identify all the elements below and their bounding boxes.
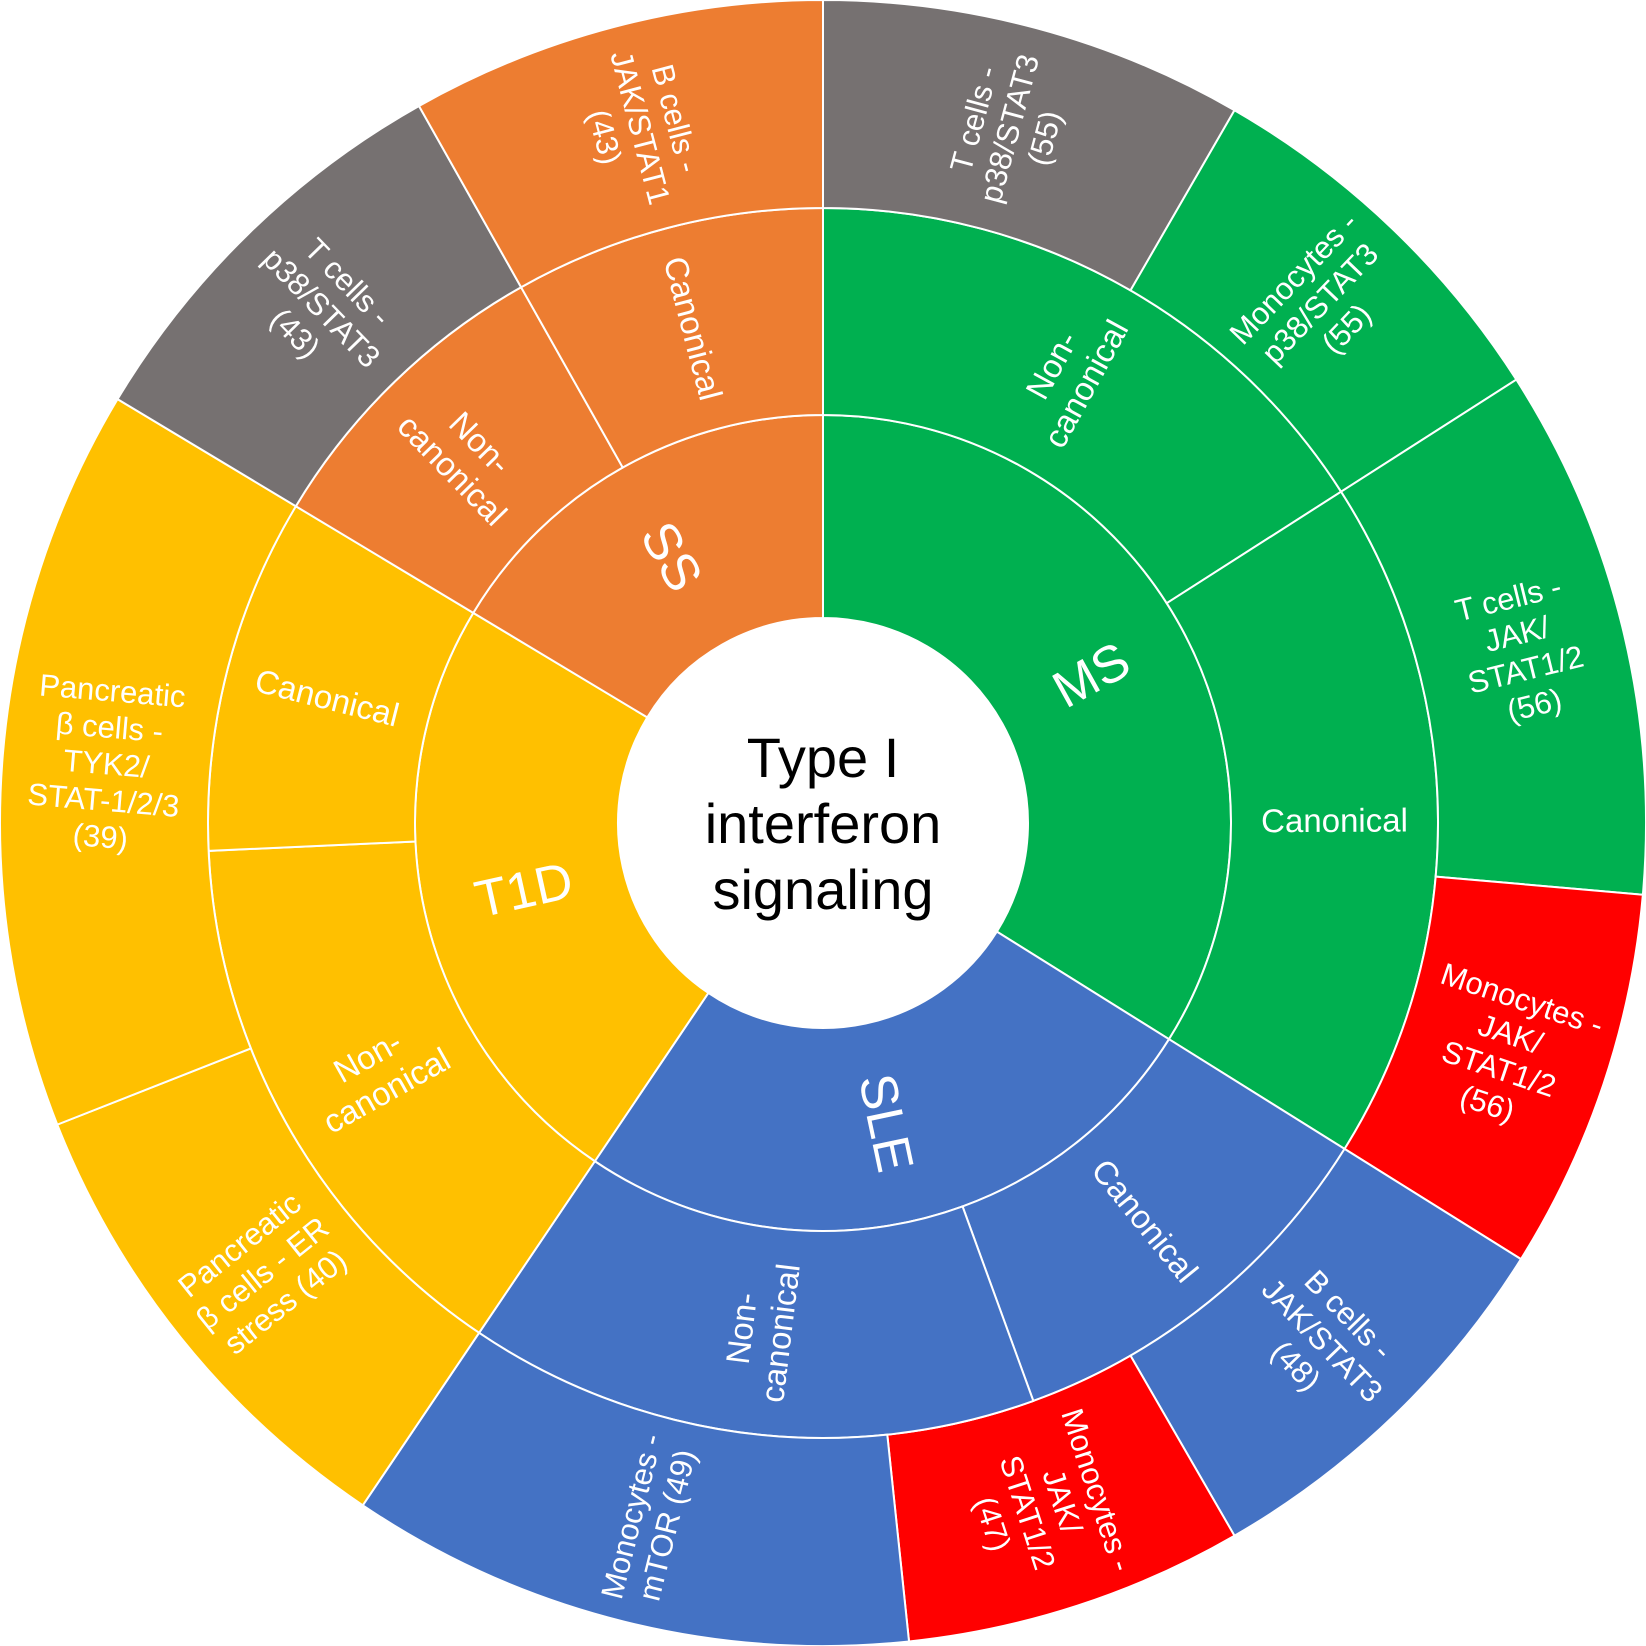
cell-segment-sle-1-0: [361, 1331, 911, 1646]
center-circle: [619, 619, 1027, 1027]
cell-segment-t1d-0-0: [55, 1047, 481, 1507]
cell-label-t1d-1-0-line: (39): [71, 817, 129, 856]
pathway-label-ms-1-line: Canonical: [1261, 801, 1408, 839]
cell-segment-ms-1-0: [1339, 378, 1646, 896]
cell-segment-ms-0-0: [822, 0, 1236, 292]
cell-segment-t1d-1-0: [0, 397, 298, 1126]
center-label-line: interferon: [705, 792, 942, 855]
pathway-label-sle-1-line: Non-: [719, 1291, 764, 1367]
cell-label-t1d-1-0-line: TYK2/: [62, 743, 151, 785]
center-label-line: Type I: [747, 726, 900, 789]
center-label-line: signaling: [712, 858, 933, 921]
pathway-label-ms-1: Canonical: [1261, 801, 1408, 839]
cell-segment-ss-1-0: [417, 0, 824, 289]
